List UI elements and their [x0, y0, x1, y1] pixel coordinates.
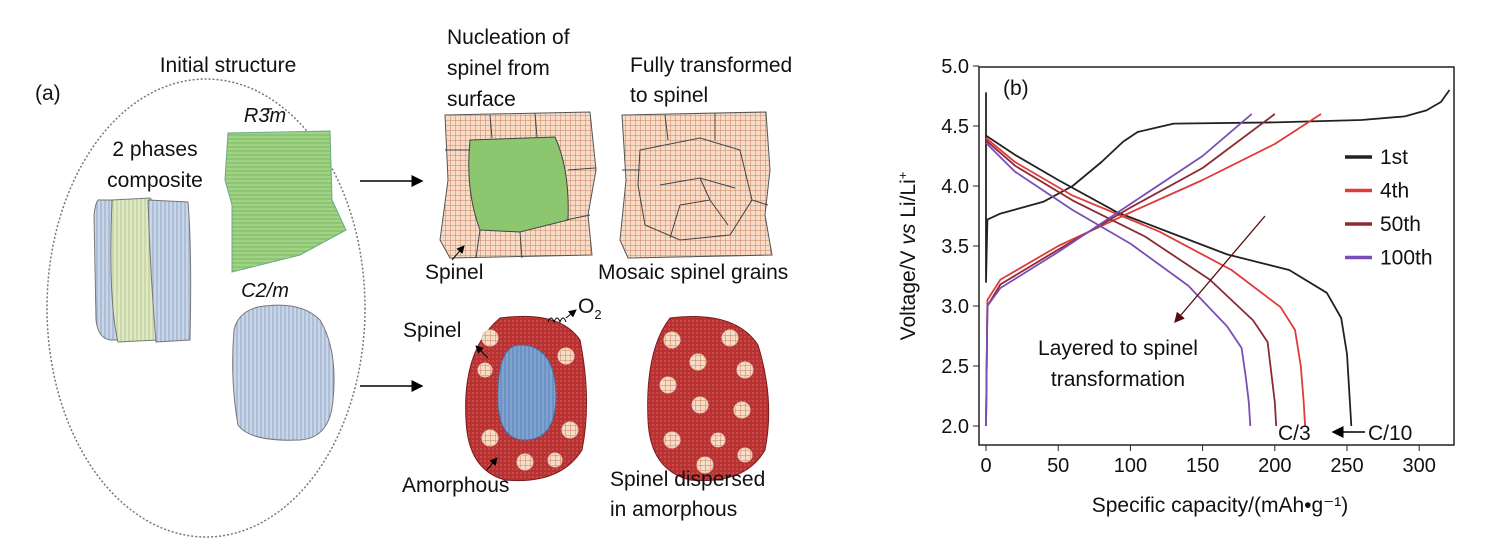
plot-frame — [978, 66, 1455, 446]
panel-b-chart: 2.0 2.5 3.0 3.5 4.0 4.5 5.0 0 50 100 150 200 250 300… — [895, 56, 1455, 517]
y-tick-label: 2.5 — [941, 356, 969, 378]
discharge-curve-50th — [985, 139, 1278, 427]
y-tick-label: 2.0 — [941, 416, 969, 438]
r3m-label: R3̄m — [244, 105, 286, 127]
two-phases-label-2: composite — [107, 169, 203, 192]
initial-structure-label: Initial structure — [160, 54, 297, 77]
x-axis-title: Specific capacity/(mAh•g⁻¹) — [1092, 494, 1349, 517]
rate-label-c3: C/3 — [1278, 422, 1311, 445]
legend-label-1st: 1st — [1380, 146, 1408, 169]
dispersed-particle — [647, 316, 770, 482]
r3m-particle — [224, 130, 347, 273]
legend-label-50th: 50th — [1380, 213, 1421, 236]
y-tick-label: 4.5 — [941, 116, 969, 138]
trend-arrow — [1174, 215, 1266, 323]
x-tick-label: 150 — [1186, 455, 1219, 477]
x-tick-label: 100 — [1114, 455, 1147, 477]
dispersed-label-2: in amorphous — [610, 498, 737, 521]
amorphous-label: Amorphous — [402, 474, 509, 497]
annotation-line-2: transformation — [1051, 368, 1185, 391]
y-tick-label: 4.0 — [941, 176, 969, 198]
c2m-label: C2/m — [241, 280, 289, 302]
nucleation-label-1: Nucleation of — [447, 26, 570, 49]
y-tick-label: 5.0 — [941, 56, 969, 78]
rate-label-c10: C/10 — [1368, 422, 1412, 445]
c2m-particle — [232, 304, 335, 441]
legend-label-100th: 100th — [1380, 247, 1433, 270]
legend: 1st 4th 50th 100th — [1345, 146, 1433, 270]
spinel-bottom-arrow — [475, 345, 489, 359]
initial-structure-ellipse — [46, 78, 366, 538]
x-tick-label: 0 — [980, 455, 991, 477]
x-tick-label: 50 — [1047, 455, 1069, 477]
x-tick-label: 250 — [1330, 455, 1363, 477]
panel-a-label: (a) — [35, 82, 61, 105]
spinel-top-arrow — [451, 245, 465, 261]
charge-curve-100th — [985, 113, 1253, 427]
legend-label-4th: 4th — [1380, 180, 1409, 203]
annotation-line-1: Layered to spinel — [1038, 337, 1198, 360]
x-tick-label: 300 — [1403, 455, 1436, 477]
x-axis: 0 50 100 150 200 250 300 — [980, 445, 1436, 477]
nucleation-label-3: surface — [447, 88, 516, 111]
discharge-curve-4th — [985, 137, 1306, 427]
mosaic-particle — [619, 111, 773, 259]
panel-a: (a) Initial structure 2 phases composite… — [35, 26, 792, 538]
y-tick-label: 3.5 — [941, 236, 969, 258]
amorphous-arrow — [486, 457, 498, 471]
curves — [985, 89, 1451, 427]
two-phases-label-1: 2 phases — [112, 138, 197, 161]
oxygen-release-icon — [547, 317, 567, 324]
y-axis: 2.0 2.5 3.0 3.5 4.0 4.5 5.0 — [941, 56, 979, 438]
spinel-bottom-label: Spinel — [403, 319, 461, 342]
panel-b-label: (b) — [1003, 77, 1029, 100]
amorphous-particle — [465, 315, 588, 482]
spinel-top-label: Spinel — [425, 261, 483, 284]
x-tick-label: 200 — [1258, 455, 1291, 477]
oxygen-arrow — [565, 309, 577, 319]
y-axis-title: Voltage/V vs Li/Li+ — [895, 172, 920, 341]
charge-curve-1st — [985, 89, 1451, 283]
nucleation-label-2: spinel from — [447, 57, 550, 80]
discharge-curve-100th — [985, 142, 1252, 427]
mosaic-label: Mosaic spinel grains — [598, 261, 788, 284]
fully-transformed-label-2: to spinel — [630, 84, 708, 107]
o2-label: O2 — [578, 295, 602, 322]
nucleation-particle — [439, 111, 597, 259]
fully-transformed-label-1: Fully transformed — [630, 54, 792, 77]
composite-particle — [93, 197, 192, 343]
discharge-curve-1st — [985, 134, 1353, 427]
y-tick-label: 3.0 — [941, 296, 969, 318]
dispersed-label-1: Spinel dispersed — [610, 468, 765, 491]
